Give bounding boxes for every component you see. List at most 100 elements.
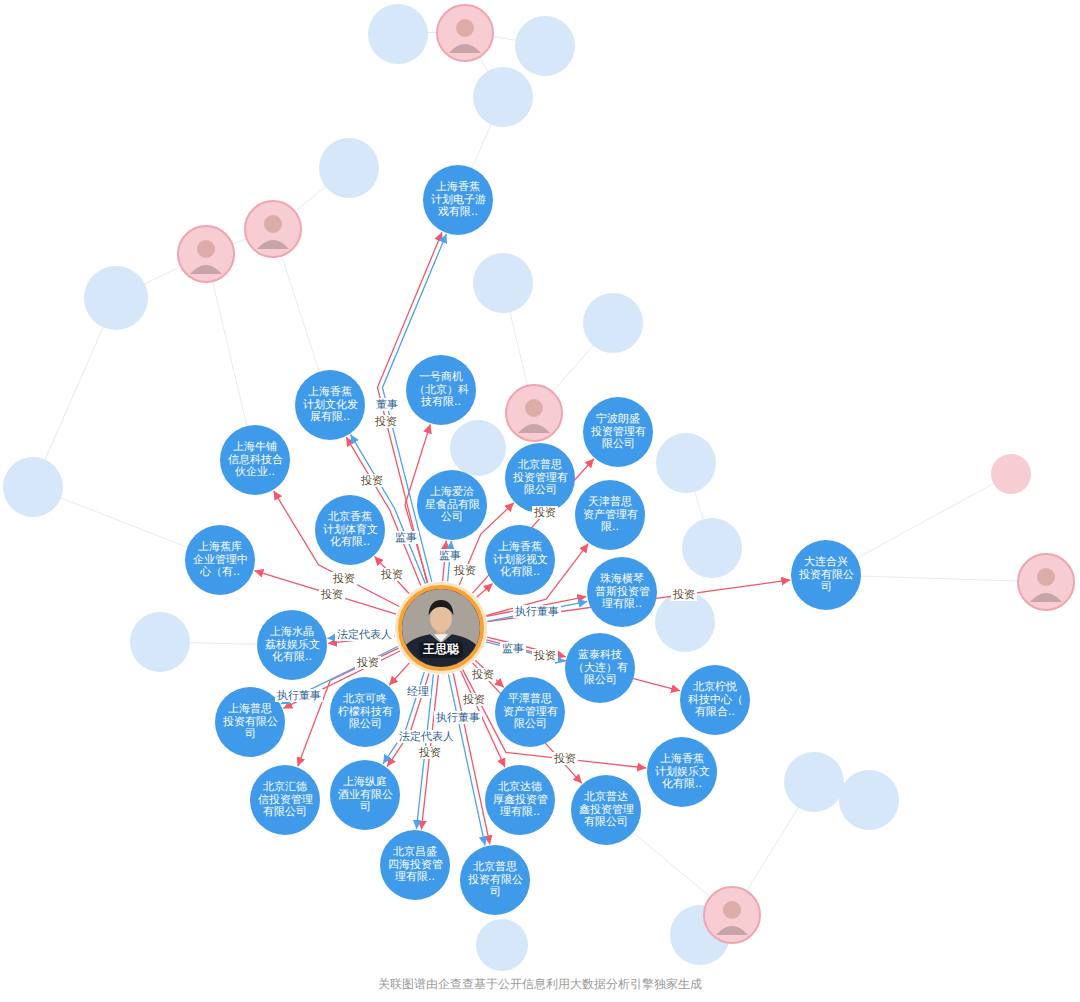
text-line: 技有限..: [414, 396, 469, 409]
avatar-ring: [178, 226, 234, 282]
company-name: 上海牛铺 信息科技合 伙企业..: [228, 441, 283, 479]
role-label: 法定代表人: [335, 628, 394, 641]
faded-company: [784, 752, 844, 812]
role-label: 法定代表人: [397, 730, 456, 743]
faded-company: [368, 4, 428, 64]
company-name: 一号商机 （北京）科 技有限..: [414, 371, 469, 409]
faded-company: [656, 433, 716, 493]
text-line: 资产管理有: [503, 706, 558, 719]
text-line: 化有限..: [655, 778, 710, 791]
role-label: 监事: [500, 642, 526, 655]
company-node: 上海水晶 荔枝娱乐文 化有限..: [257, 610, 327, 680]
text-line: 投资有限公: [468, 874, 523, 887]
text-line: 一号商机: [414, 371, 469, 384]
avatar-body: [518, 424, 550, 433]
text-line: 上海蕉库: [193, 541, 248, 554]
avatar-head: [525, 399, 543, 417]
person-avatar: [245, 201, 301, 257]
text-line: 北京普达: [579, 791, 634, 804]
company-name: 上海蕉库 企业管理中 心（有..: [193, 541, 248, 579]
text-line: 北京普思: [468, 861, 523, 874]
faded-company: [450, 420, 506, 476]
investment-label: 投资: [379, 568, 405, 581]
text-line: 投资有限公: [223, 716, 278, 729]
company-name: 蓝泰科技 （大连）有 限公司: [573, 649, 628, 687]
portrait-backdrop: [402, 589, 480, 667]
connectors: [254, 232, 790, 845]
avatar-head: [456, 19, 474, 37]
investment-label: 投资: [461, 693, 487, 706]
text-line: 化有限..: [265, 651, 320, 664]
text-line: 北京可咚: [338, 693, 393, 706]
graph-caption: 关联图谱由企查查基于公开信息利用大数据分析引擎独家生成: [0, 977, 1080, 991]
text-line: 理有限..: [595, 598, 650, 611]
company-node: 上海纵庭 酒业有限公 司: [330, 760, 400, 830]
text-line: 平潭普思: [503, 693, 558, 706]
text-line: 计划文化发: [303, 399, 358, 412]
company-node: 北京香蕉 计划体育文 化有限..: [315, 495, 385, 565]
company-name: 天津普思 资产管理有 限..: [583, 496, 638, 534]
portrait-suit: [402, 634, 480, 667]
investment-label: 投资: [355, 656, 381, 669]
faded-company: [655, 592, 715, 652]
avatar-ring: [704, 887, 760, 943]
company-name: 北京达德 厚鑫投资管 理有限..: [493, 781, 548, 819]
faded-companies: [3, 4, 899, 971]
role-label: 董事: [374, 398, 400, 411]
person-avatar: [178, 226, 234, 282]
text-line: 投资管理有: [513, 472, 568, 485]
text-line: 限公司: [513, 484, 568, 497]
company-node: 上海牛铺 信息科技合 伙企业..: [220, 425, 290, 495]
avatar-body: [190, 265, 222, 274]
text-line: 理有限..: [493, 806, 548, 819]
text-line: 北京香蕉: [323, 511, 378, 524]
text-line: 公司: [425, 511, 480, 524]
text-line: 柠檬科技有: [338, 706, 393, 719]
text-line: 伙企业..: [228, 466, 283, 479]
person-node: 王思聪: [398, 585, 484, 671]
company-node: 北京达德 厚鑫投资管 理有限..: [485, 765, 555, 835]
company-name: 北京香蕉 计划体育文 化有限..: [323, 511, 378, 549]
text-line: 上海普思: [223, 703, 278, 716]
text-line: 北京达德: [493, 781, 548, 794]
company-name: 珠海横琴 普斯投资管 理有限..: [595, 573, 650, 611]
text-line: 企业管理中: [193, 554, 248, 567]
avatar-head: [723, 901, 741, 919]
text-line: 厚鑫投资管: [493, 794, 548, 807]
text-line: 化有限..: [493, 566, 548, 579]
text-line: 司: [799, 581, 854, 594]
text-line: 酒业有限公: [338, 789, 393, 802]
text-line: 限..: [583, 521, 638, 534]
text-line: 有限公司: [258, 806, 313, 819]
portrait-shirt: [434, 634, 448, 642]
text-line: （北京）科: [414, 384, 469, 397]
role-label: 执行董事: [513, 605, 561, 618]
text-line: 限公司: [338, 718, 393, 731]
person-avatar: [506, 385, 562, 441]
text-line: 司: [223, 728, 278, 741]
text-line: 上海爱洽: [425, 486, 480, 499]
company-node: 平潭普思 资产管理有 限公司: [495, 677, 565, 747]
text-line: 计划影视文: [493, 554, 548, 567]
text-line: 上海纵庭: [338, 776, 393, 789]
text-line: 蓝泰科技: [573, 649, 628, 662]
role-label: 执行董事: [434, 711, 482, 724]
company-node: 上海蕉库 企业管理中 心（有..: [185, 525, 255, 595]
text-line: 限公司: [591, 438, 646, 451]
faded-company: [473, 67, 533, 127]
company-name: 北京可咚 柠檬科技有 限公司: [338, 693, 393, 731]
text-line: 星食品有限: [425, 499, 480, 512]
investment-arrow: [453, 673, 490, 844]
company-node: 上海香蕉 计划娱乐文 化有限..: [647, 737, 717, 807]
text-line: 戏有限..: [431, 206, 486, 219]
avatar-head: [197, 240, 215, 258]
faded-company: [682, 518, 742, 578]
avatar-body: [1030, 593, 1062, 602]
avatar-ring: [506, 385, 562, 441]
investment-label: 投资: [470, 668, 496, 681]
faded-company: [319, 138, 379, 198]
investment-label: 投资: [319, 588, 345, 601]
text-line: 普斯投资管: [595, 586, 650, 599]
role-label: 监事: [437, 549, 463, 562]
